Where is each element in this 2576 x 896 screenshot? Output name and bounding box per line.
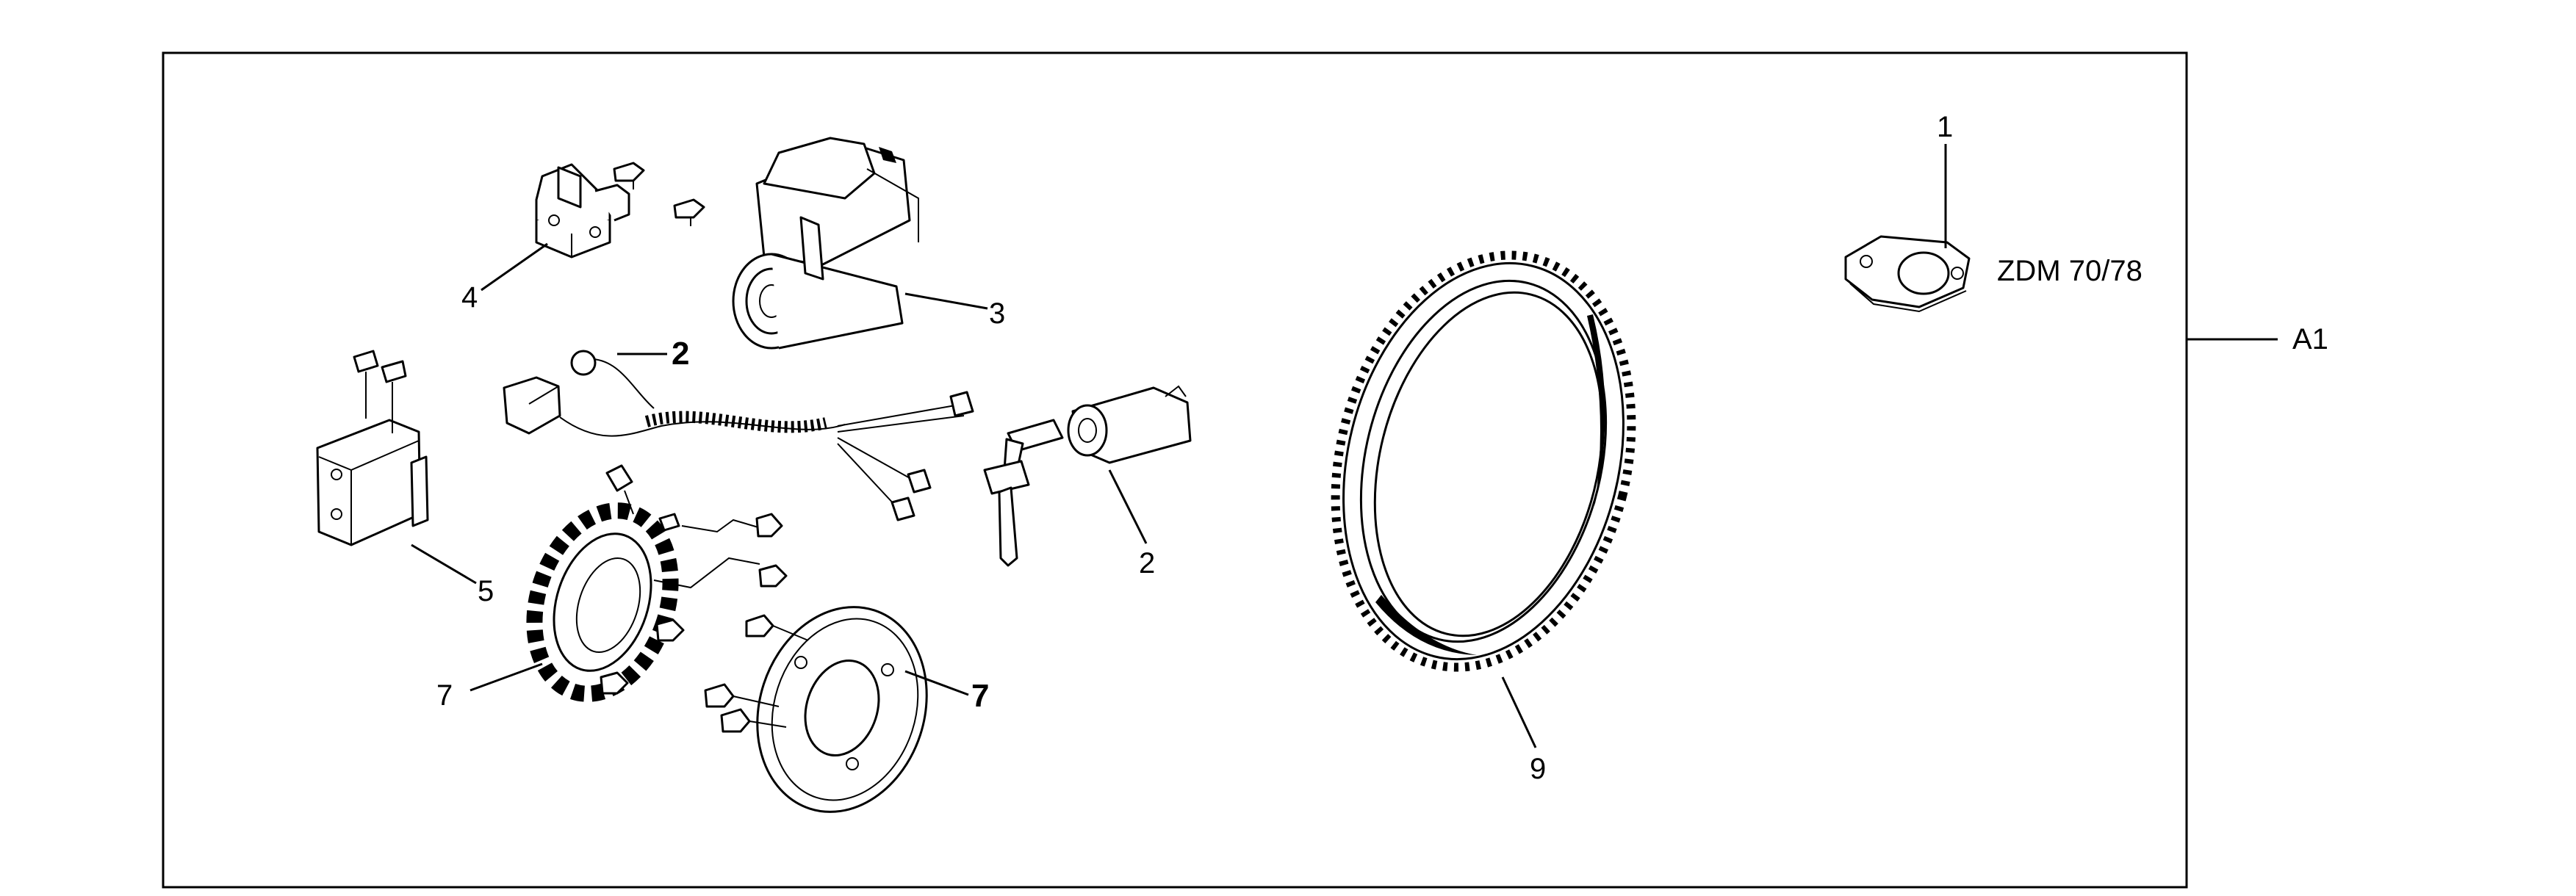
label-2-harness: 2 bbox=[672, 336, 689, 372]
part-2-ignition-switch[interactable] bbox=[983, 385, 1192, 567]
label-2-switch: 2 bbox=[1139, 547, 1155, 579]
part-4-bracket[interactable] bbox=[535, 163, 630, 259]
part-7-rotor-plate[interactable] bbox=[732, 585, 953, 834]
label-3: 3 bbox=[989, 297, 1005, 330]
part-7-rotor-screws[interactable] bbox=[704, 614, 809, 733]
part-4-screws[interactable] bbox=[613, 162, 705, 226]
label-4: 4 bbox=[461, 281, 478, 314]
part-5-voltage-regulator[interactable] bbox=[316, 350, 429, 546]
assembly-frame bbox=[162, 51, 2188, 889]
label-1: 1 bbox=[1937, 111, 1953, 143]
label-9: 9 bbox=[1530, 753, 1546, 785]
label-7-rotor: 7 bbox=[971, 678, 989, 714]
label-5: 5 bbox=[478, 575, 494, 607]
label-a1: A1 bbox=[2292, 323, 2328, 355]
part-9-ring-gear[interactable] bbox=[1294, 223, 1673, 698]
label-7-stator: 7 bbox=[436, 679, 453, 712]
label-1-model: ZDM 70/78 bbox=[1997, 255, 2143, 287]
part-3-starter-motor[interactable] bbox=[732, 137, 919, 350]
part-7-stator-screws[interactable] bbox=[600, 513, 788, 695]
part-1-flange[interactable] bbox=[1844, 235, 1971, 313]
part-7-stator[interactable] bbox=[512, 464, 693, 712]
part-2-wiring-harness[interactable] bbox=[503, 350, 974, 521]
